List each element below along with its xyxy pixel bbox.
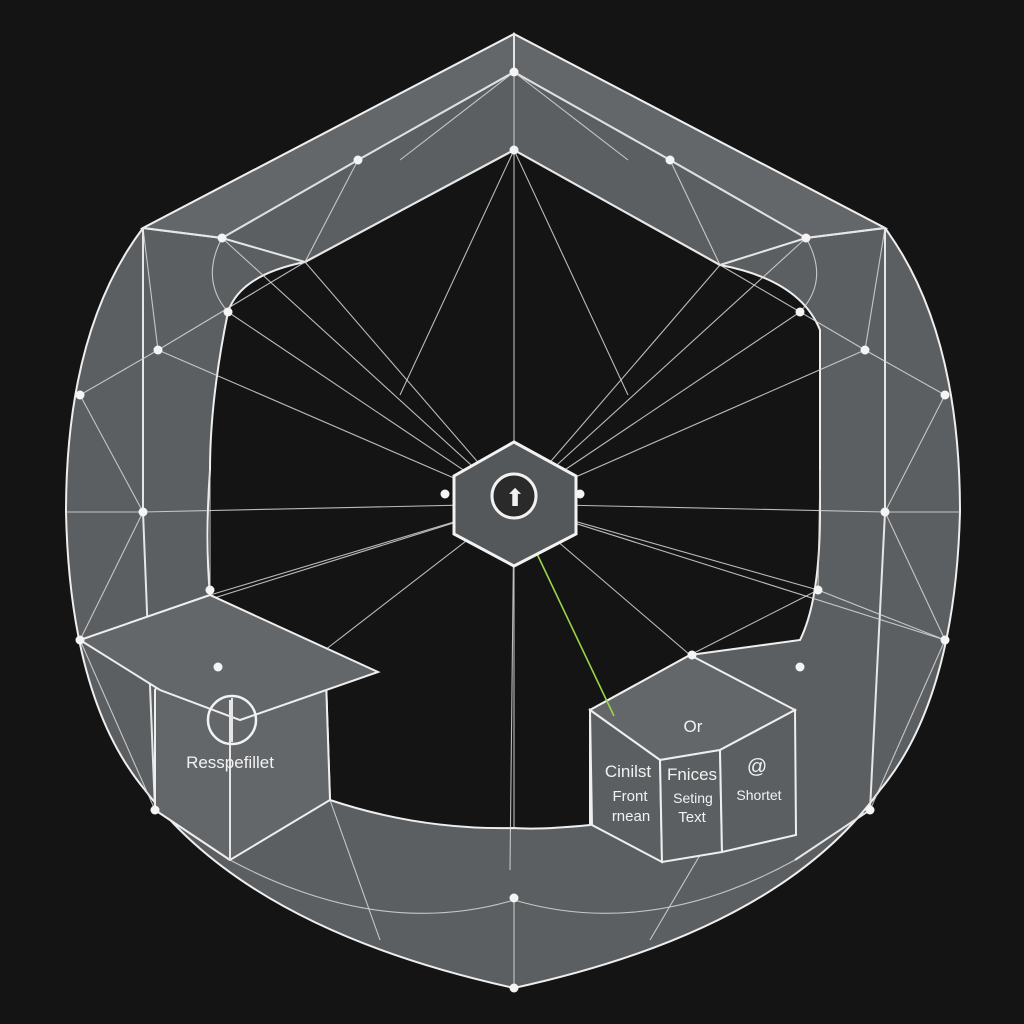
spoke-line — [142, 503, 515, 513]
vertex-node — [940, 635, 950, 645]
vertex-node — [687, 650, 697, 660]
edge-l-d — [79, 639, 156, 811]
right-box-mid-line-2: Seting — [673, 790, 713, 806]
vertex-node — [213, 662, 223, 672]
vertex-node — [813, 585, 823, 595]
edge-tr-1 — [669, 159, 721, 266]
edge-r-b — [864, 349, 946, 396]
right-box-mid-line-3: Text — [678, 809, 706, 826]
vertex-node — [509, 67, 519, 77]
spoke-line — [513, 237, 807, 505]
vertex-node — [153, 345, 163, 355]
right-box-top-label: Or — [684, 717, 703, 736]
edge-left-2 — [157, 261, 306, 351]
vertex-node — [801, 233, 811, 243]
vertex-node — [138, 507, 148, 517]
vertex-node — [509, 145, 519, 155]
curve-right-top — [799, 237, 818, 313]
vertex-node — [860, 345, 870, 355]
edge-l-c — [79, 511, 144, 641]
edge-r-d — [869, 639, 946, 811]
vertex-node — [795, 307, 805, 317]
edge-left-1 — [142, 227, 159, 351]
vertex-node — [75, 635, 85, 645]
right-box-left-line-3: rnean — [612, 808, 650, 825]
left-panel-label: Resspefillet — [186, 753, 274, 772]
vertex-node — [865, 805, 875, 815]
vertex-nodes — [75, 67, 950, 993]
vertex-node — [353, 155, 363, 165]
right-box-right-line-2: Shortet — [736, 787, 781, 803]
left-panel-ring-icon — [206, 694, 258, 746]
edge-b-1 — [329, 799, 381, 941]
right-box-left-line-2: Front — [612, 788, 648, 805]
center-node[interactable]: ⬆ — [452, 440, 578, 568]
edge-l-a — [79, 394, 144, 513]
vertex-node — [940, 390, 950, 400]
edge-right-1 — [864, 227, 886, 351]
vertex-node — [665, 155, 675, 165]
vertex-node — [75, 390, 85, 400]
right-box-at-icon: @ — [747, 756, 767, 778]
edge-r-inner — [817, 469, 821, 591]
edge-r-c — [884, 511, 946, 641]
vertex-node — [575, 489, 585, 499]
left-panel: Resspefillet — [77, 593, 381, 862]
edge-right-2 — [719, 264, 866, 351]
vertex-node — [223, 307, 233, 317]
spoke-line — [221, 237, 515, 505]
right-box-mid-line-1: Fnices — [667, 765, 717, 784]
vertex-node — [795, 662, 805, 672]
center-ring[interactable] — [490, 472, 538, 520]
right-box-right-face — [718, 708, 798, 854]
left-panel-flap — [77, 593, 381, 722]
vertex-node — [880, 507, 890, 517]
right-vertical-edge — [794, 228, 886, 861]
right-box: Or Cinilst Front rnean Fnices Seting Tex… — [588, 653, 798, 864]
edge-b-2 — [649, 854, 701, 941]
right-box-left-line-1: Cinilst — [605, 762, 652, 781]
vertex-node — [205, 585, 215, 595]
edge-tl-2 — [399, 71, 515, 161]
edge-tl-1 — [304, 159, 359, 263]
vertex-node — [150, 805, 160, 815]
edge-tr-2 — [513, 71, 629, 161]
spoke-line — [513, 503, 946, 641]
vertex-node — [440, 489, 450, 499]
vertex-node — [217, 233, 227, 243]
up-arrow-icon[interactable]: ⬆ — [505, 485, 525, 512]
curve-left-top — [211, 237, 229, 313]
vertex-node — [509, 893, 519, 903]
edge-r-a — [884, 394, 946, 513]
vertex-node — [509, 983, 519, 993]
edge-l-b — [79, 349, 159, 396]
